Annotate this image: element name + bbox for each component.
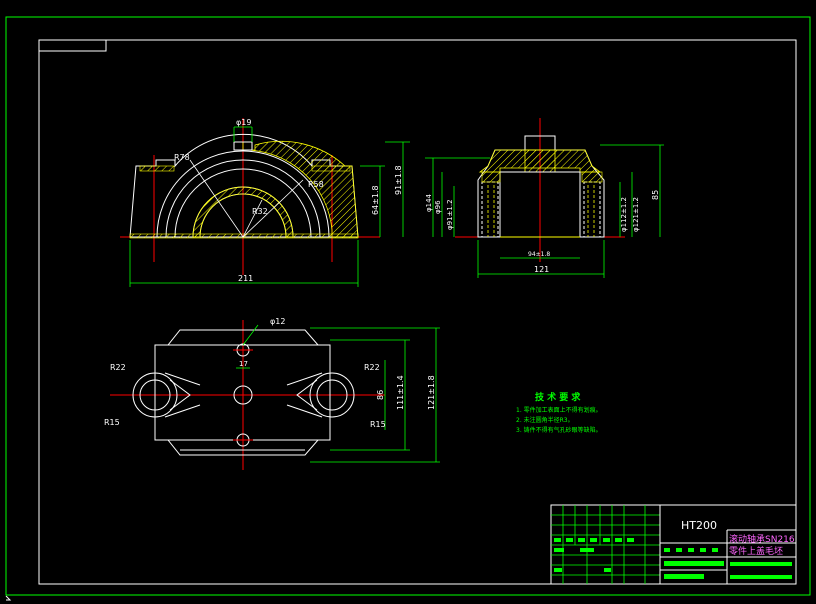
dim-phi112: φ112±1.2 — [620, 197, 628, 232]
dim-r15-right: R15 — [370, 420, 386, 429]
tech-requirement-2: 2. 未注圆角半径R3。 — [516, 416, 574, 424]
dim-86: 86 — [376, 390, 385, 400]
dim-phi19: φ19 — [236, 118, 251, 127]
dim-64: 64±1.8 — [371, 185, 380, 215]
drawing-title-line1: 滚动轴承SN216 — [729, 533, 795, 545]
dim-phi121: φ121±1.2 — [632, 197, 640, 232]
side-view: φ144 φ96 φ91±1.2 φ112±1.2 φ121±1.2 85 94… — [425, 118, 664, 278]
dim-inner: 94±1.8 — [528, 251, 550, 258]
tech-requirements: 技 术 要 求 1. 零件加工表面上不得有划痕。 2. 未注圆角半径R3。 3.… — [516, 391, 602, 434]
sheet-border — [5, 16, 811, 601]
dim-r78: R78 — [174, 153, 190, 162]
dim-phi12: φ12 — [270, 317, 285, 326]
dim-r32: R32 — [252, 207, 268, 216]
dim-85: 85 — [651, 190, 660, 200]
dim-r22-right: R22 — [364, 363, 380, 372]
dim-r22-left: R22 — [110, 363, 126, 372]
dim-121-top: 121±1.8 — [427, 375, 436, 410]
tech-requirements-title: 技 术 要 求 — [535, 391, 581, 403]
material-label: HT200 — [681, 519, 717, 532]
dim-91: 91±1.8 — [394, 165, 403, 195]
dim-211: 211 — [238, 274, 253, 283]
top-view: φ12 17 R22 R22 R15 R15 86 111±1.4 121±1.… — [104, 317, 440, 470]
dim-111: 111±1.4 — [396, 375, 405, 410]
dim-17: 17 — [239, 360, 248, 368]
dim-phi144: φ144 — [425, 193, 433, 212]
tech-requirement-3: 3. 铸件不得有气孔砂眼等缺陷。 — [516, 426, 602, 434]
dim-r58: R58 — [308, 180, 324, 189]
drawing-title-line2: 零件上盖毛坯 — [729, 545, 783, 557]
dim-phi96: φ96 — [434, 200, 442, 214]
dim-phi91: φ91±1.2 — [446, 199, 454, 230]
dim-r15-left: R15 — [104, 418, 120, 427]
front-view: φ19 R78 R58 R32 91±1.8 64±1.8 211 — [120, 118, 410, 287]
dim-121-side: 121 — [534, 265, 549, 274]
tech-requirement-1: 1. 零件加工表面上不得有划痕。 — [516, 406, 602, 414]
title-block: HT200 滚动轴承SN216 零件上盖毛坯 — [550, 504, 797, 585]
